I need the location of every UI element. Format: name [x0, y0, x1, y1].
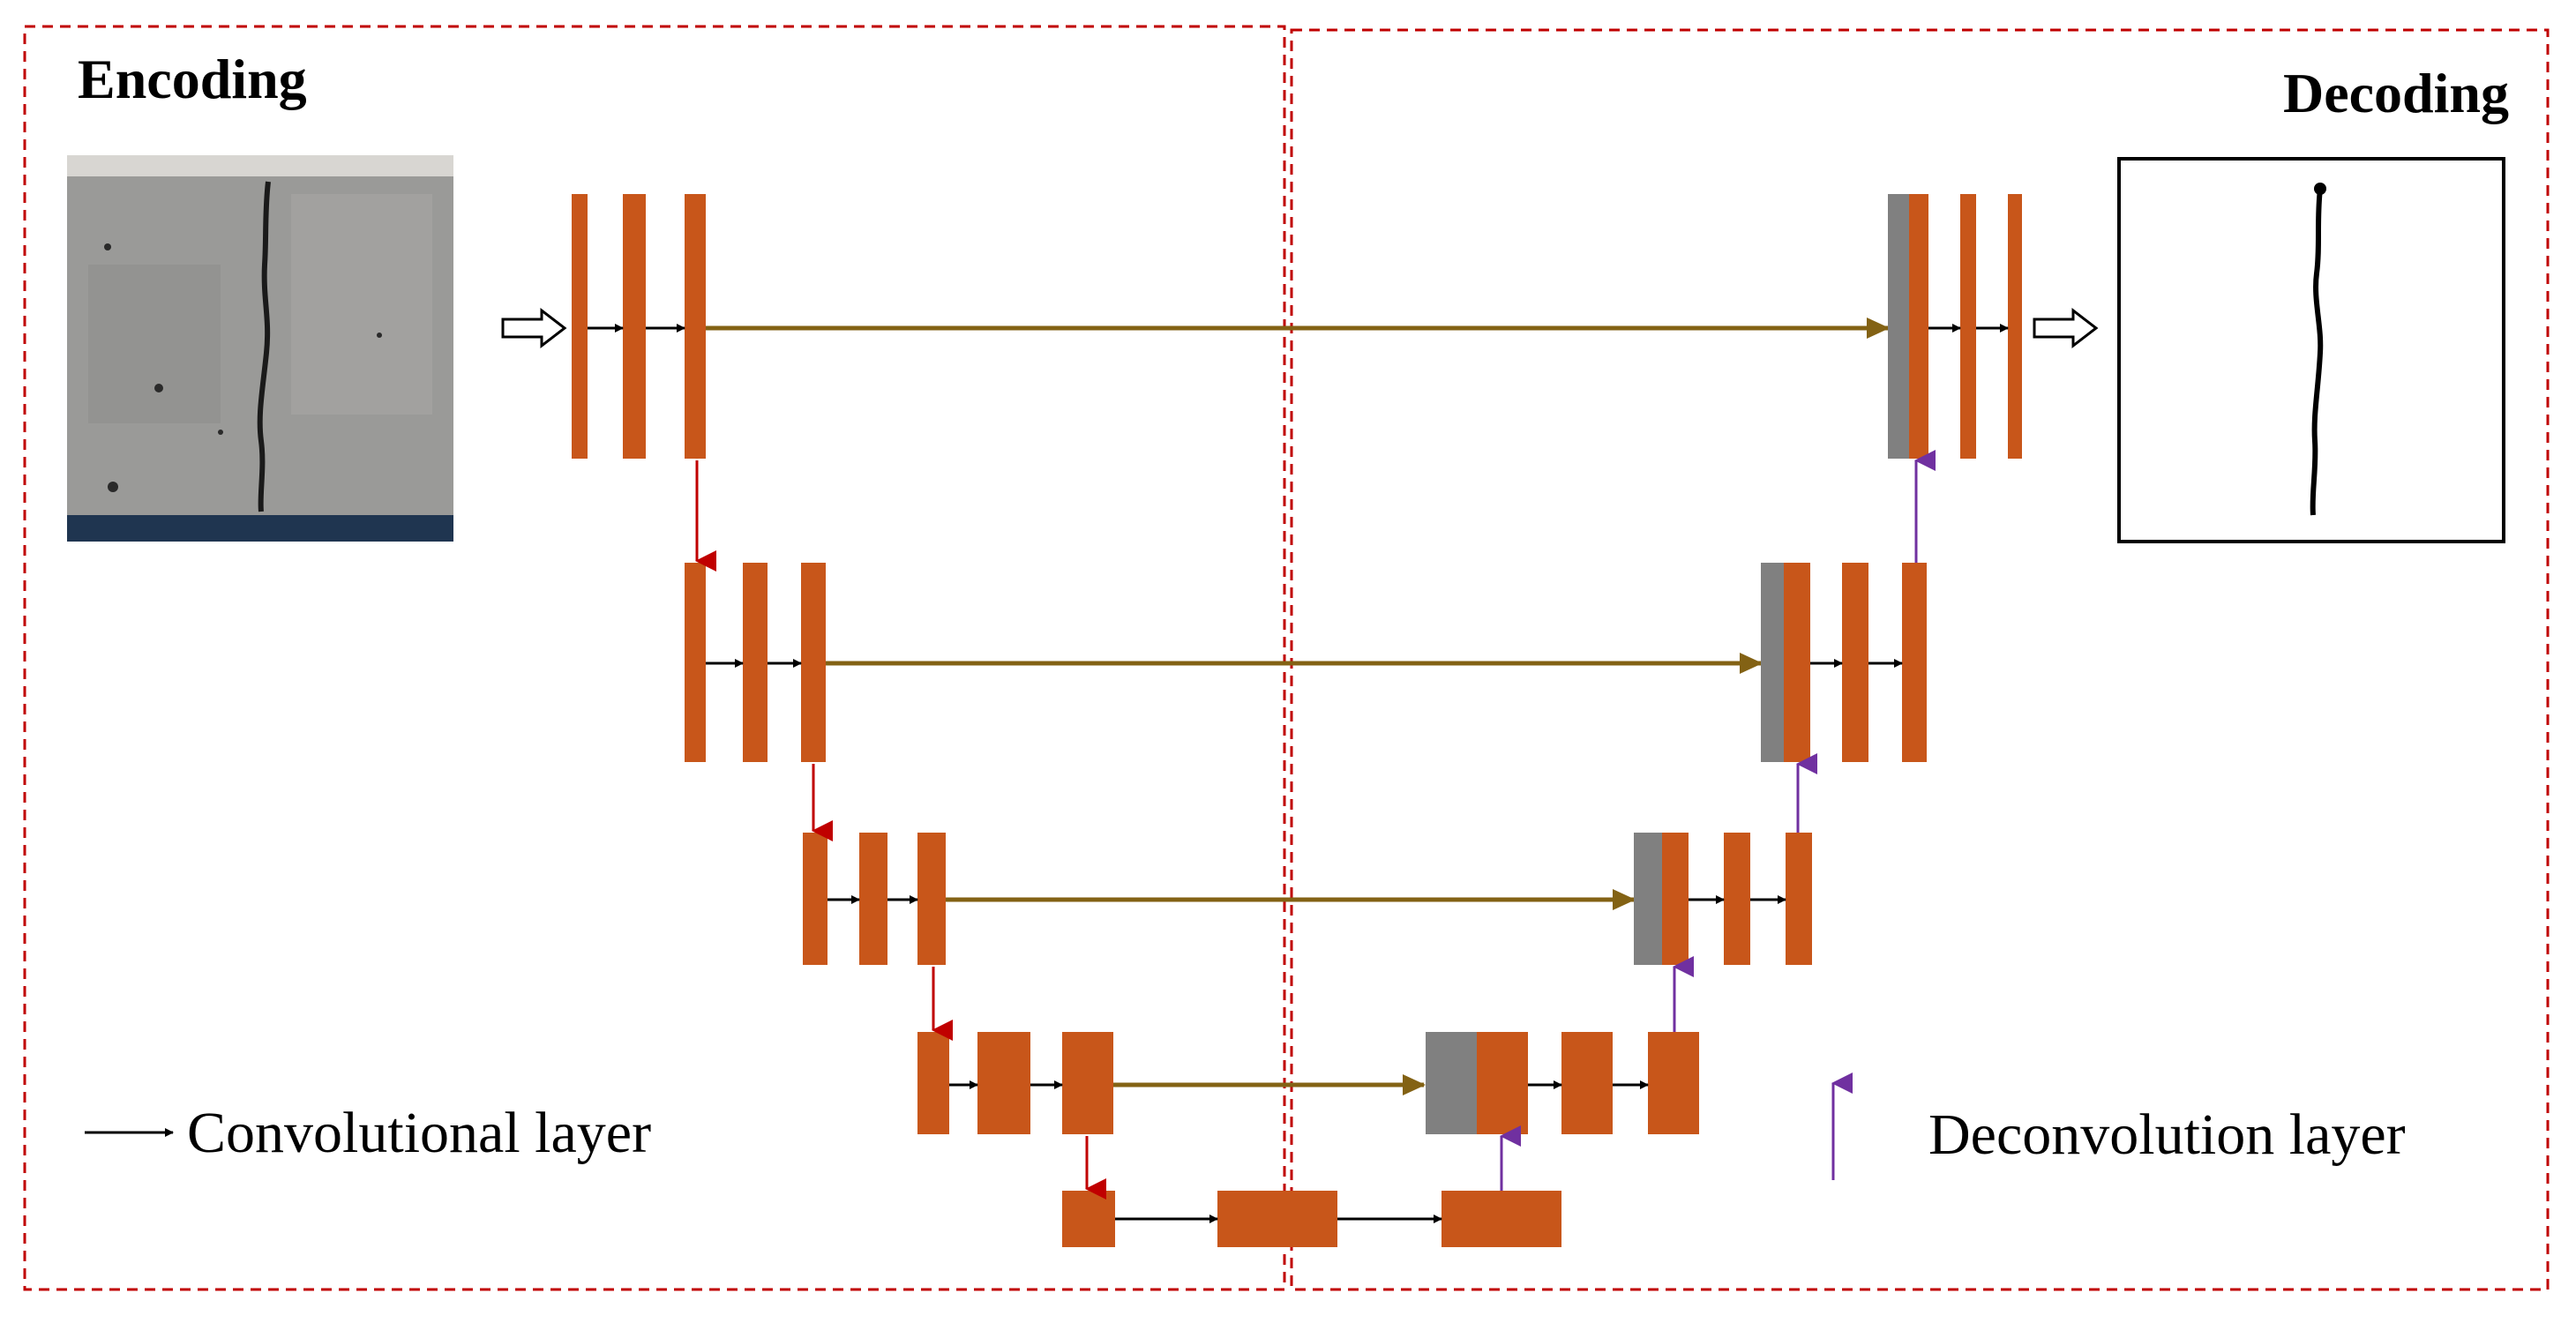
output-hollow-arrow — [2033, 307, 2099, 349]
enc1-map-2 — [623, 194, 646, 459]
dec2-concat — [1761, 563, 1784, 762]
encoding-title: Encoding — [78, 48, 307, 110]
decoding-title: Decoding — [2283, 62, 2509, 124]
enc1-map-3 — [685, 194, 706, 459]
enc3-map-1 — [803, 833, 827, 965]
dec1-map-1 — [1909, 194, 1928, 459]
dec4-map-2 — [1561, 1032, 1613, 1134]
enc4-map-2 — [977, 1032, 1030, 1134]
dec2-map-1 — [1784, 563, 1810, 762]
dec3-map-2 — [1724, 833, 1750, 965]
enc2-map-2 — [743, 563, 768, 762]
output-image — [2117, 157, 2505, 543]
input-hollow-arrow — [501, 307, 567, 349]
dec4-concat — [1426, 1032, 1477, 1134]
dec1-concat — [1888, 194, 1909, 459]
dec1-map-3 — [2008, 194, 2022, 459]
dec3-map-1 — [1662, 833, 1689, 965]
enc2-map-1 — [685, 563, 706, 762]
bottleneck-map-1 — [1062, 1191, 1115, 1247]
enc2-map-3 — [801, 563, 826, 762]
enc3-map-3 — [917, 833, 946, 965]
dec2-map-2 — [1842, 563, 1868, 762]
legend-deconv-label: Deconvolution layer — [1928, 1102, 2406, 1167]
output-crack — [2310, 188, 2324, 516]
input-crack — [257, 181, 271, 512]
enc4-map-1 — [917, 1032, 949, 1134]
enc4-map-3 — [1062, 1032, 1113, 1134]
dec1-map-2 — [1960, 194, 1976, 459]
enc1-map-1 — [572, 194, 588, 459]
decoding-section-border — [1290, 28, 2550, 1291]
dec3-map-3 — [1786, 833, 1812, 965]
dec2-map-3 — [1902, 563, 1927, 762]
dec3-concat — [1634, 833, 1662, 965]
bottleneck-map-2 — [1217, 1191, 1337, 1247]
dec4-map-1 — [1477, 1032, 1528, 1134]
bottleneck-map-3 — [1442, 1191, 1561, 1247]
dec4-map-3 — [1648, 1032, 1699, 1134]
legend-conv-label: Convolutional layer — [187, 1101, 652, 1165]
input-image — [67, 155, 453, 542]
enc3-map-2 — [859, 833, 887, 965]
encoding-section-border — [23, 25, 1286, 1291]
